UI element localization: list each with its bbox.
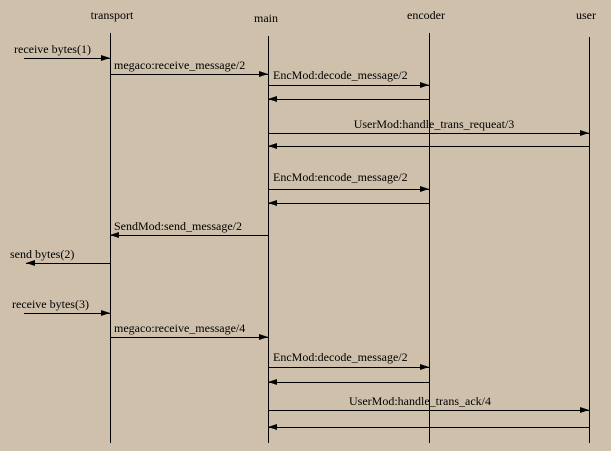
message-line xyxy=(268,99,429,100)
arrowhead-right-icon xyxy=(580,407,589,413)
lifeline-label-main: main xyxy=(254,11,278,25)
message-line xyxy=(268,203,429,204)
arrowhead-right-icon xyxy=(580,130,589,136)
arrowhead-left-icon xyxy=(268,96,277,102)
message-line xyxy=(24,313,110,314)
arrowhead-left-icon xyxy=(26,260,35,266)
message-line xyxy=(24,58,110,59)
message-line xyxy=(268,367,429,368)
message-label: receive bytes(3) xyxy=(12,297,89,311)
arrowhead-left-icon xyxy=(268,200,277,206)
message-label: send bytes(2) xyxy=(10,247,75,261)
message-label: SendMod:send_message/2 xyxy=(114,219,242,233)
arrowhead-left-icon xyxy=(268,379,277,385)
lifeline-encoder xyxy=(429,33,430,443)
message-label: EncMod:decode_message/2 xyxy=(273,68,408,82)
lifeline-label-user: user xyxy=(576,8,596,22)
message-label: UserMod:handle_trans_ack/4 xyxy=(349,394,491,408)
arrowhead-right-icon xyxy=(420,82,429,88)
arrowhead-right-icon xyxy=(101,55,110,61)
message-label: megaco:receive_message/2 xyxy=(114,58,246,72)
message-line xyxy=(268,382,429,383)
arrowhead-right-icon xyxy=(259,71,268,77)
message-label: EncMod:decode_message/2 xyxy=(273,350,408,364)
arrowhead-right-icon xyxy=(420,364,429,370)
message-label: receive bytes(1) xyxy=(14,42,91,56)
message-label: UserMod:handle_trans_requeat/3 xyxy=(353,117,515,131)
arrowhead-left-icon xyxy=(268,143,277,149)
message-line xyxy=(268,427,589,428)
message-line xyxy=(268,85,429,86)
message-line xyxy=(110,74,268,75)
message-line xyxy=(110,337,268,338)
arrowhead-right-icon xyxy=(259,334,268,340)
lifeline-user xyxy=(589,37,590,443)
message-line xyxy=(268,146,589,147)
message-line xyxy=(268,410,589,411)
arrowhead-right-icon xyxy=(420,186,429,192)
message-line xyxy=(110,235,268,236)
arrowhead-right-icon xyxy=(101,310,110,316)
lifeline-main xyxy=(268,36,269,443)
lifeline-transport xyxy=(110,33,111,443)
message-label: EncMod:encode_message/2 xyxy=(273,170,408,184)
arrowhead-left-icon xyxy=(110,232,119,238)
arrowhead-left-icon xyxy=(268,424,277,430)
message-label: megaco:receive_message/4 xyxy=(114,321,246,335)
message-line xyxy=(268,133,589,134)
lifeline-label-transport: transport xyxy=(90,8,134,22)
message-line xyxy=(26,263,110,264)
lifeline-label-encoder: encoder xyxy=(407,8,445,22)
message-line xyxy=(268,189,429,190)
